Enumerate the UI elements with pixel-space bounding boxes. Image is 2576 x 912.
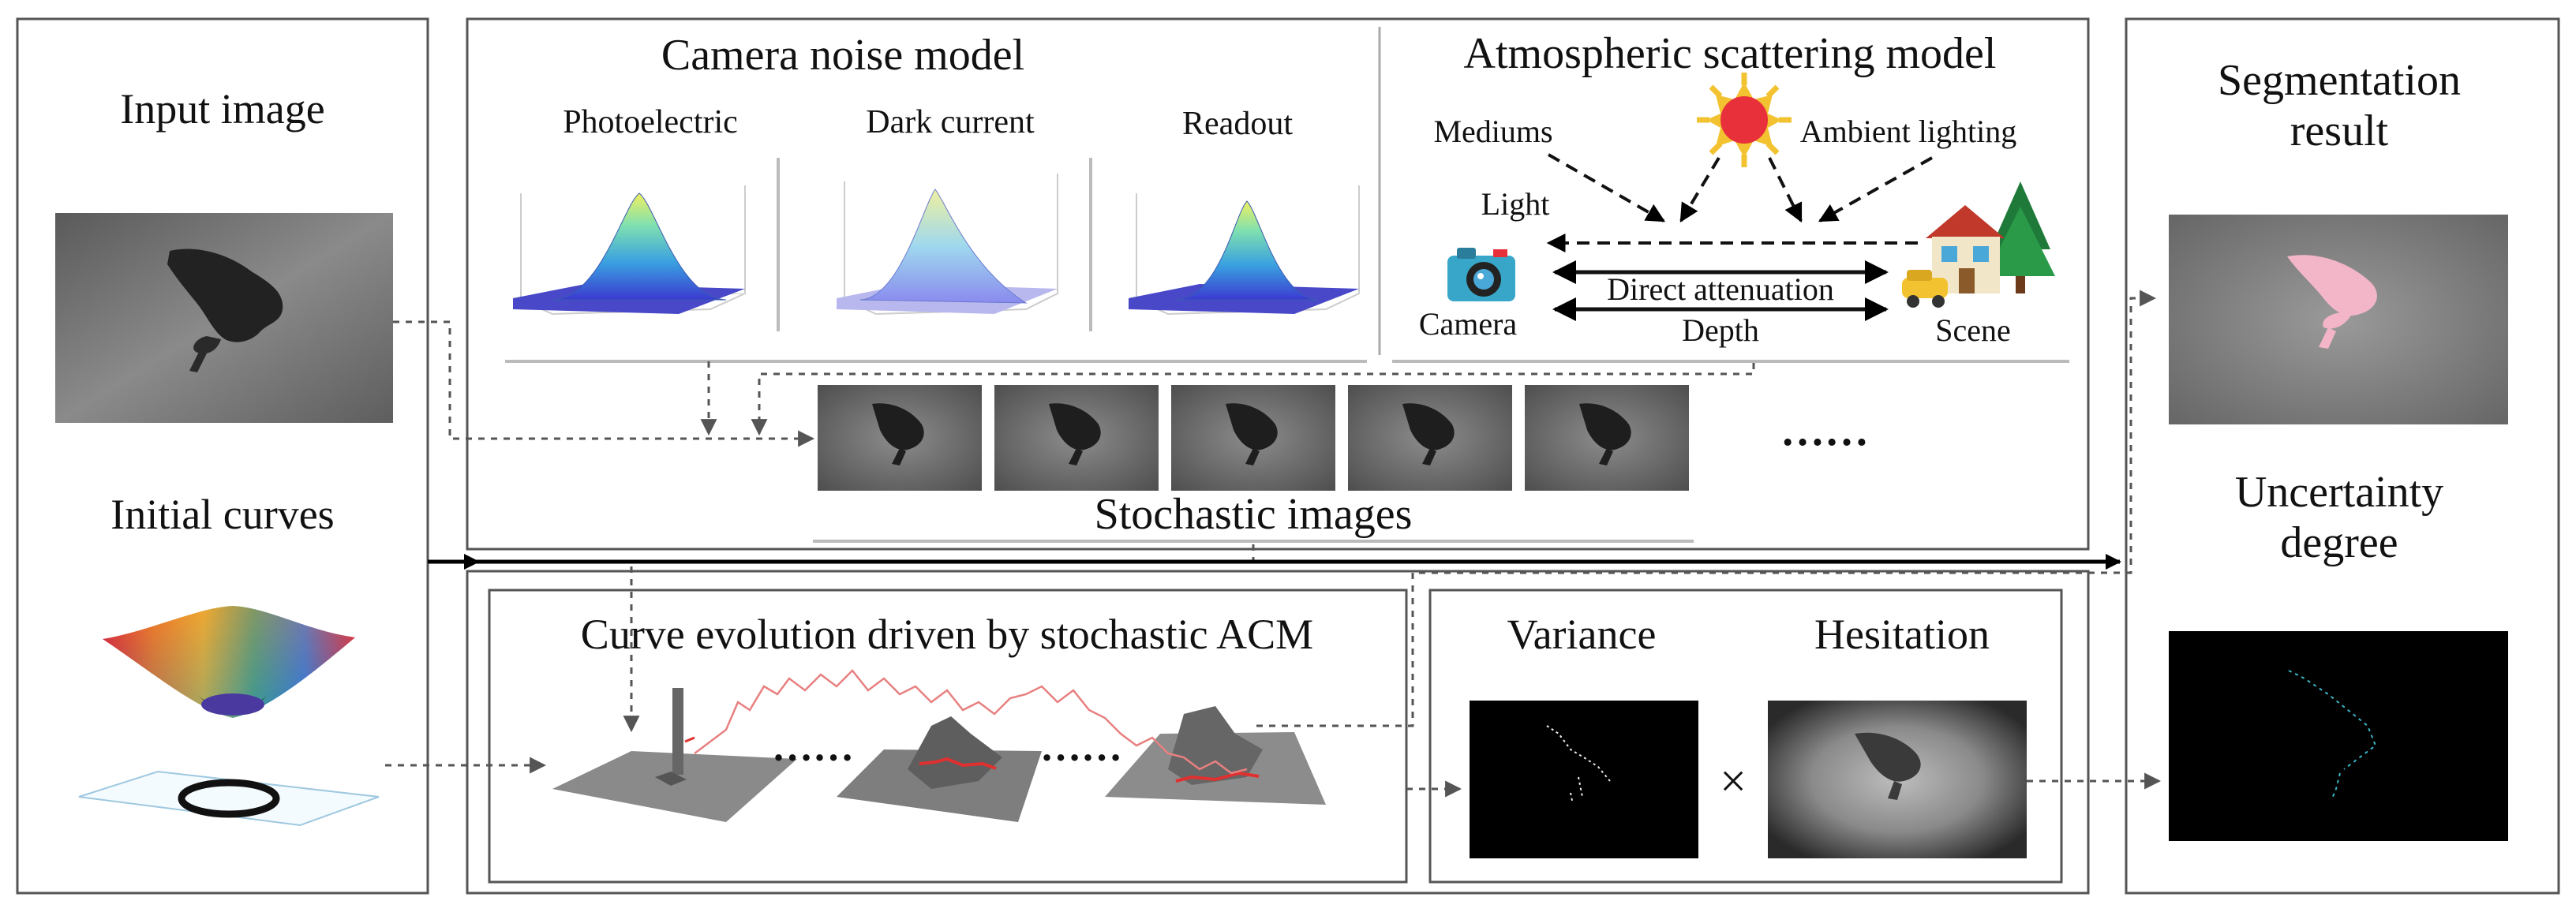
segmentation-label-line2: result bbox=[2290, 107, 2389, 155]
evolution-ellipsis-2: …… bbox=[1040, 725, 1122, 770]
photoelectric-distribution-plot bbox=[513, 185, 746, 316]
segmentation-result-image bbox=[2169, 215, 2508, 424]
direct-attenuation-label: Direct attenuation bbox=[1607, 271, 1834, 307]
uncertainty-label-line1: Uncertainty bbox=[2235, 468, 2443, 517]
model-panel bbox=[466, 17, 2090, 551]
evolution-surface-1 bbox=[552, 688, 797, 822]
dark-current-distribution-plot bbox=[837, 174, 1058, 316]
curve-evolution-panel bbox=[488, 589, 1408, 884]
scene-icon bbox=[1902, 181, 2055, 308]
scattering-arrows bbox=[1546, 153, 1933, 252]
stochastic-image-3 bbox=[1171, 385, 1335, 491]
camera-noise-title: Camera noise model bbox=[661, 31, 1024, 80]
camera-label: Camera bbox=[1419, 306, 1518, 342]
outer-middle-frame bbox=[466, 570, 2090, 895]
stochastic-image-2 bbox=[994, 385, 1159, 491]
stochastic-image-1 bbox=[818, 385, 982, 491]
sun-icon bbox=[1697, 73, 1792, 167]
evolution-ellipsis-1: …… bbox=[772, 725, 854, 770]
evolution-surface-3 bbox=[1105, 706, 1326, 805]
curve-evolution-title: Curve evolution driven by stochastic ACM bbox=[581, 611, 1313, 658]
variance-map bbox=[1470, 701, 1698, 858]
initial-curve-plane bbox=[78, 770, 380, 827]
attenuation-arrows bbox=[1552, 260, 1889, 321]
stochastic-images-label: Stochastic images bbox=[1095, 490, 1413, 539]
mediums-label: Mediums bbox=[1433, 114, 1552, 149]
input-image-label: Input image bbox=[120, 85, 324, 133]
camera-icon bbox=[1447, 248, 1515, 301]
uncertainty-degree-image bbox=[2169, 631, 2508, 841]
scene-label: Scene bbox=[1935, 312, 2011, 348]
initial-curves-label: Initial curves bbox=[110, 491, 334, 538]
stochastic-image-4 bbox=[1348, 385, 1512, 491]
readout-distribution-plot bbox=[1129, 185, 1360, 316]
output-panel bbox=[2125, 17, 2560, 895]
stochastic-image-5 bbox=[1525, 385, 1689, 491]
depth-label: Depth bbox=[1682, 312, 1759, 348]
hesitation-label: Hesitation bbox=[1814, 611, 1990, 658]
noise-item-photoelectric: Photoelectric bbox=[563, 104, 738, 140]
energy-curve bbox=[694, 669, 1248, 775]
input-image bbox=[55, 213, 393, 423]
noise-item-dark-current: Dark current bbox=[866, 104, 1035, 140]
hesitation-map bbox=[1768, 701, 2027, 858]
stochastic-ellipsis: …… bbox=[1780, 406, 1869, 455]
uncertainty-maps-panel bbox=[1428, 589, 2063, 884]
ambient-lighting-label: Ambient lighting bbox=[1800, 114, 2016, 149]
variance-label: Variance bbox=[1507, 611, 1657, 658]
atmos-title: Atmospheric scattering model bbox=[1464, 29, 1997, 78]
uncertainty-label-line2: degree bbox=[2280, 518, 2398, 567]
evolution-surface-2 bbox=[837, 716, 1042, 822]
multiply-symbol: × bbox=[1720, 755, 1747, 807]
initial-level-set-surface bbox=[103, 606, 355, 718]
segmentation-label-line1: Segmentation bbox=[2218, 56, 2461, 105]
light-label: Light bbox=[1481, 186, 1550, 222]
input-panel bbox=[16, 17, 429, 895]
noise-item-readout: Readout bbox=[1182, 106, 1293, 142]
stochastic-images bbox=[818, 385, 1689, 491]
